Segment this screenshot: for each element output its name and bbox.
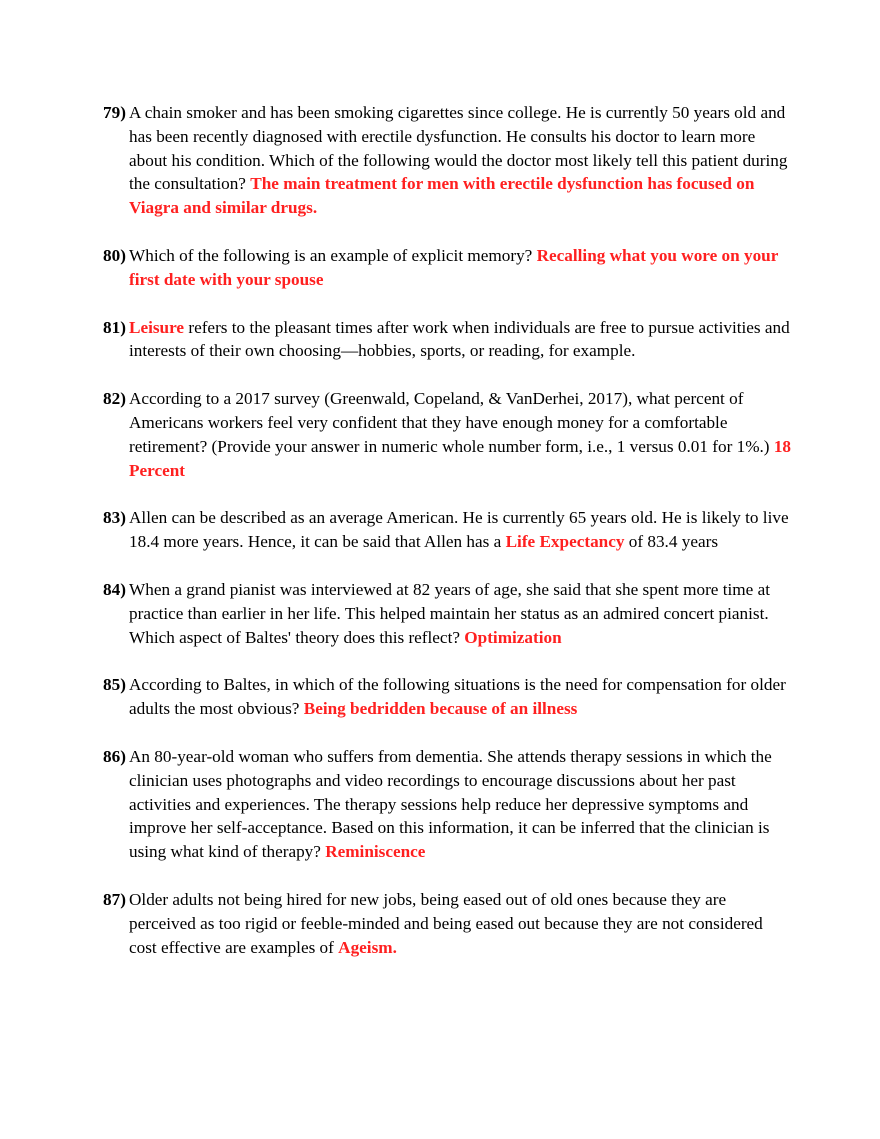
question-item-84: 84) When a grand pianist was interviewed…	[103, 578, 793, 649]
question-item-82: 82) According to a 2017 survey (Greenwal…	[103, 387, 793, 482]
question-prompt: A chain smoker and has been smoking ciga…	[129, 103, 788, 194]
question-item-86: 86) An 80-year-old woman who suffers fro…	[103, 745, 793, 864]
answer-text: Ageism.	[338, 937, 397, 957]
question-number: 83)	[103, 508, 126, 528]
question-number: 87)	[103, 889, 126, 909]
question-text: When a grand pianist was interviewed at …	[129, 580, 770, 647]
question-number: 80)	[103, 245, 126, 265]
question-prompt: According to a 2017 survey (Greenwald, C…	[129, 389, 774, 456]
question-list: 79) A chain smoker and has been smoking …	[103, 101, 793, 983]
question-number: 86)	[103, 746, 126, 766]
question-prompt: Older adults not being hired for new job…	[129, 889, 763, 957]
question-number: 85)	[103, 675, 126, 695]
answer-text: Optimization	[464, 627, 562, 647]
question-number: 81)	[103, 317, 126, 337]
question-text: According to Baltes, in which of the fol…	[129, 675, 786, 718]
question-text: Which of the following is an example of …	[129, 246, 778, 289]
question-number: 84)	[103, 579, 126, 599]
question-number: 82)	[103, 389, 126, 409]
question-item-83: 83) Allen can be described as an average…	[103, 506, 793, 554]
answer-text: Being bedridden because of an illness	[303, 699, 578, 719]
question-item-81: 81) Leisure refers to the pleasant times…	[103, 316, 793, 364]
question-prompt: Allen can be described as an average Ame…	[129, 508, 789, 552]
question-item-80: 80) Which of the following is an example…	[103, 244, 793, 292]
answer-text: Leisure	[129, 317, 185, 337]
question-item-85: 85) According to Baltes, in which of the…	[103, 673, 793, 721]
answer-text: Reminiscence	[325, 842, 426, 862]
question-prompt: Which of the following is an example of …	[129, 245, 537, 265]
question-text: An 80-year-old woman who suffers from de…	[129, 747, 772, 861]
question-suffix: of 83.4 years	[624, 532, 719, 552]
question-text: A chain smoker and has been smoking ciga…	[129, 103, 787, 217]
answer-text: Recalling what you wore on your first da…	[129, 245, 779, 289]
question-prompt: According to Baltes, in which of the fol…	[129, 675, 786, 719]
question-text: Allen can be described as an average Ame…	[129, 508, 789, 551]
question-text: According to a 2017 survey (Greenwald, C…	[129, 389, 791, 479]
question-item-79: 79) A chain smoker and has been smoking …	[103, 101, 793, 220]
question-prompt: When a grand pianist was interviewed at …	[129, 579, 770, 647]
answer-text: 18 Percent	[129, 436, 792, 480]
question-item-87: 87) Older adults not being hired for new…	[103, 888, 793, 959]
question-suffix: refers to the pleasant times after work …	[129, 317, 790, 361]
answer-text: The main treatment for men with erectile…	[129, 174, 755, 218]
question-text: Leisure refers to the pleasant times aft…	[129, 318, 790, 361]
question-text: Older adults not being hired for new job…	[129, 890, 763, 957]
question-number: 79)	[103, 103, 126, 122]
answer-text: Life Expectancy	[505, 532, 625, 552]
question-prompt: An 80-year-old woman who suffers from de…	[129, 746, 772, 862]
